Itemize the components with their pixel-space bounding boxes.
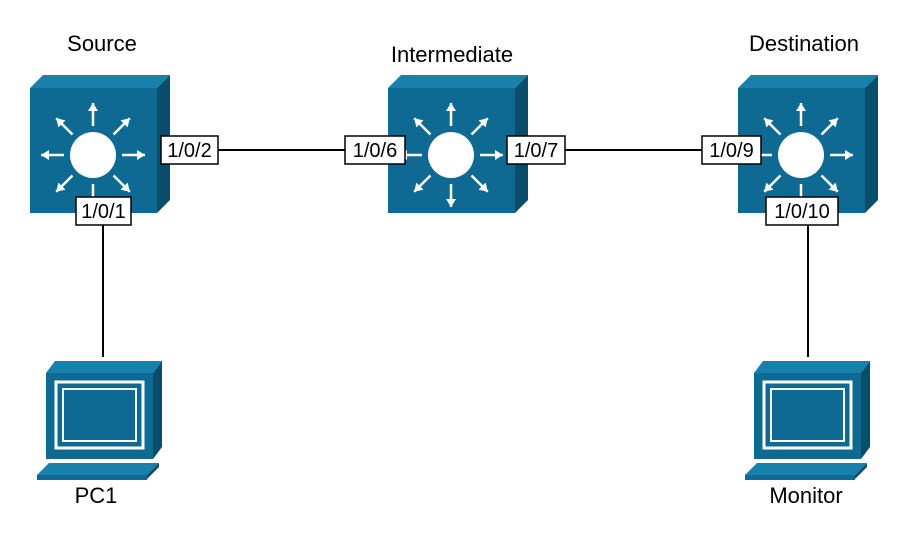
port-label-intermediate-destination: 1/0/7	[506, 135, 566, 165]
svg-text:1/0/10: 1/0/10	[774, 201, 830, 223]
switch-destination[interactable]	[738, 75, 878, 213]
svg-text:1/0/9: 1/0/9	[709, 140, 753, 162]
device-label-monitor: Monitor	[769, 483, 842, 508]
workstation-icon	[37, 361, 162, 480]
port-label-intermediate-source: 1/0/6	[344, 135, 406, 165]
device-label-pc1: PC1	[75, 483, 118, 508]
host-pc1[interactable]	[37, 361, 162, 480]
port-label-source-pc: 1/0/1	[75, 196, 132, 226]
svg-text:1/0/2: 1/0/2	[167, 140, 211, 162]
host-monitor[interactable]	[745, 361, 870, 480]
svg-text:1/0/1: 1/0/1	[81, 201, 125, 223]
layer3-switch-icon	[30, 75, 170, 213]
port-label-destination-monitor: 1/0/10	[765, 196, 839, 226]
svg-text:1/0/6: 1/0/6	[353, 140, 397, 162]
svg-text:1/0/7: 1/0/7	[514, 140, 558, 162]
device-label-destination: Destination	[749, 31, 859, 56]
port-label-source-intermediate: 1/0/2	[160, 135, 219, 165]
device-label-intermediate: Intermediate	[391, 42, 513, 67]
port-label-destination-intermediate: 1/0/9	[701, 135, 762, 165]
workstation-icon	[745, 361, 870, 480]
switch-source[interactable]	[30, 75, 170, 213]
device-label-source: Source	[67, 31, 137, 56]
layer3-switch-icon	[388, 75, 528, 213]
switch-intermediate[interactable]	[388, 75, 528, 213]
layer3-switch-icon	[738, 75, 878, 213]
